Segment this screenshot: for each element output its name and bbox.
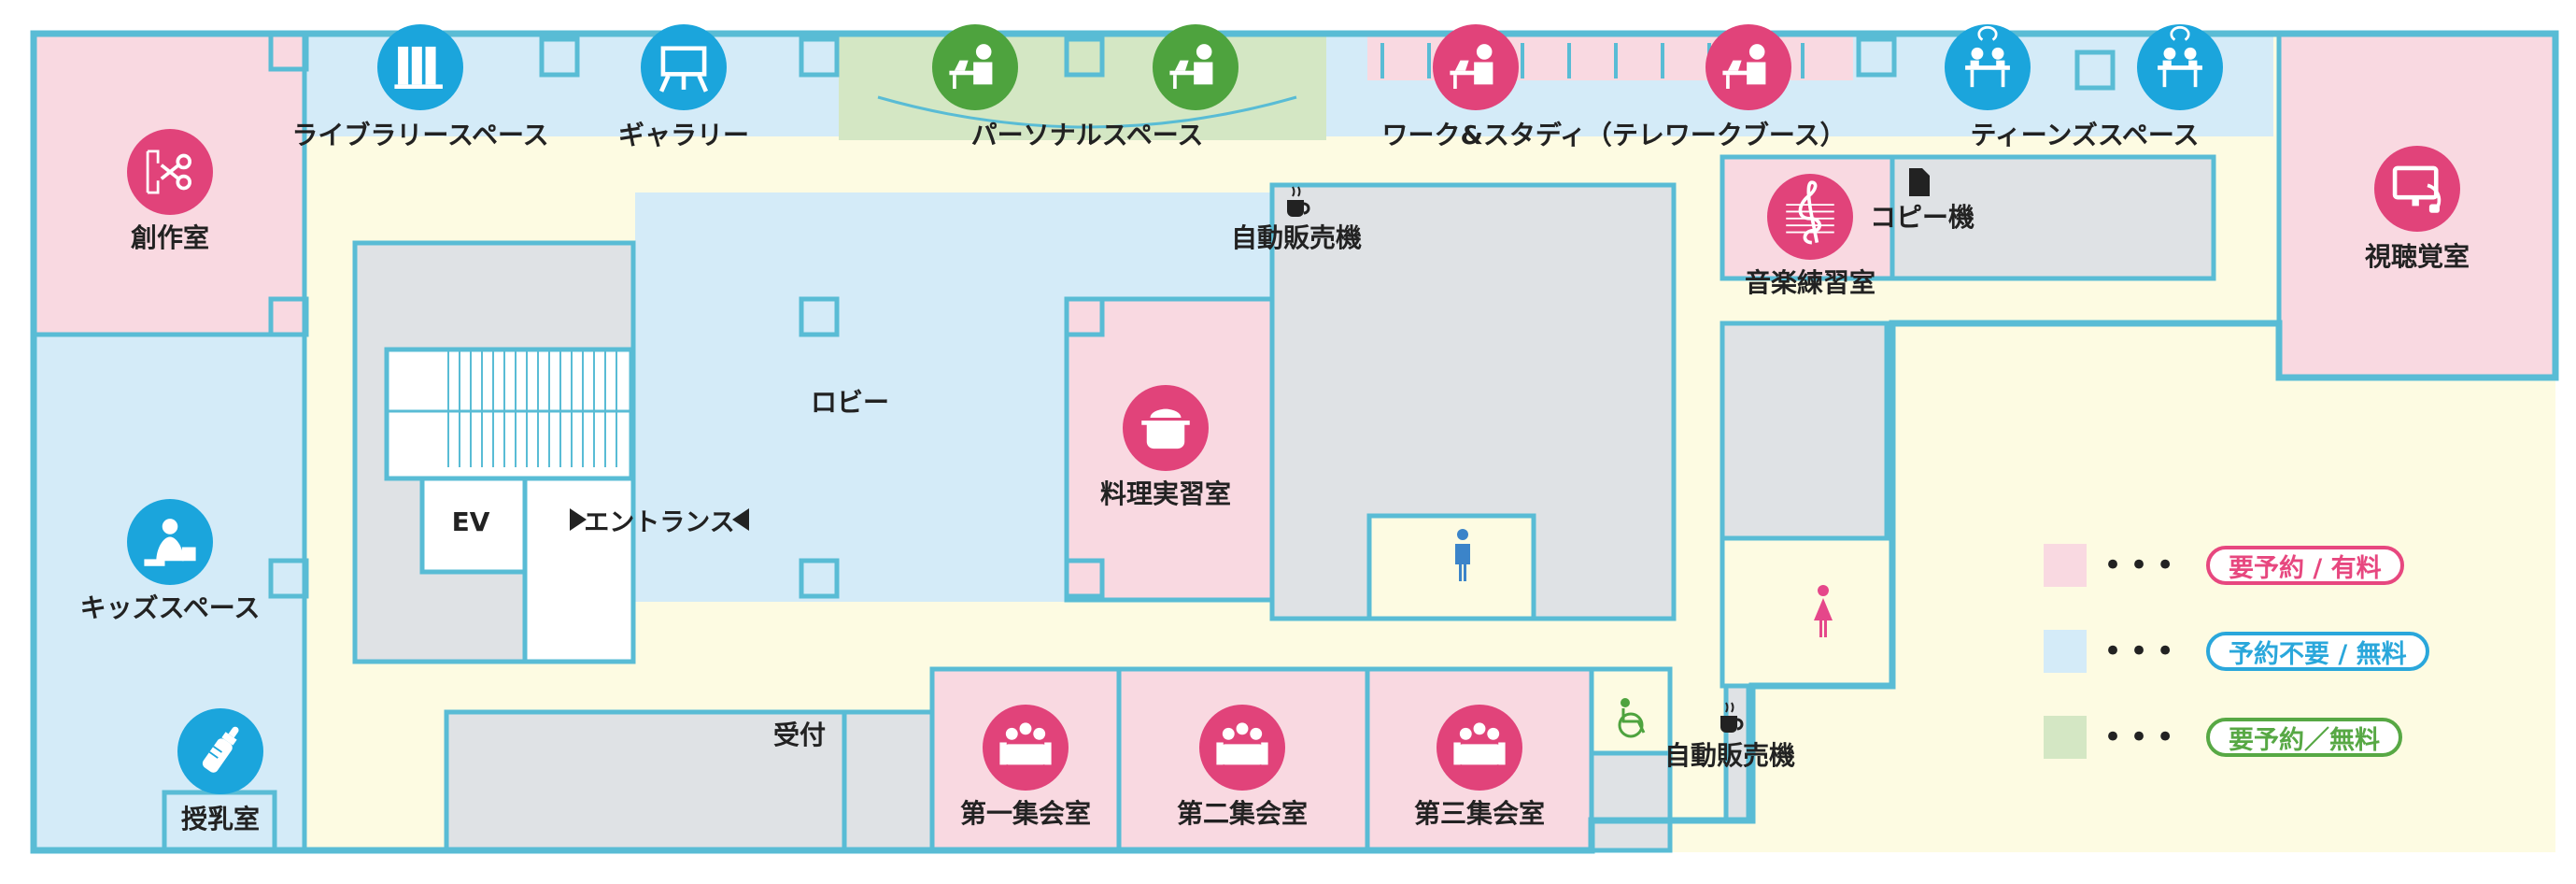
books-icon — [377, 24, 463, 110]
room-label-lobby: ロビー — [811, 387, 889, 418]
entrance-area — [522, 476, 636, 664]
room-label-ev: EV — [452, 506, 490, 537]
pillar — [1064, 296, 1105, 337]
desk-person-icon — [1433, 24, 1519, 110]
legend-dots: ••• — [2103, 719, 2183, 756]
cooking-pot-icon — [1123, 385, 1209, 471]
pillar — [268, 558, 309, 599]
desk-person-icon — [932, 24, 1018, 110]
meeting-icon — [1437, 705, 1522, 791]
room-label-copier: コピー機 — [1870, 202, 1974, 233]
baby-bottle-icon — [177, 708, 263, 794]
room-label-gallery: ギャラリー — [618, 120, 749, 150]
room-label-meeting-room-2: 第二集会室 — [1177, 798, 1308, 829]
reception-gray — [842, 709, 935, 853]
legend-swatch — [2044, 544, 2087, 587]
pillar — [268, 31, 309, 72]
desk-person-icon — [1153, 24, 1238, 110]
stairs-area — [384, 347, 634, 481]
pillar — [799, 558, 840, 599]
room-label-meeting-room-1: 第一集会室 — [960, 798, 1091, 829]
accessible-restroom-area — [1589, 666, 1673, 756]
treble-clef-icon — [1767, 174, 1853, 260]
scissors-icon — [127, 129, 213, 215]
pillar — [1856, 36, 1897, 78]
legend-dots: ••• — [2103, 633, 2183, 670]
legend-swatch — [2044, 716, 2087, 759]
room-label-meeting-room-3: 第三集会室 — [1414, 798, 1545, 829]
legend-item: ••• 要予約 / 有料 — [2044, 544, 2404, 587]
room-label-personal-space: パーソナルスペース — [971, 120, 1204, 150]
desk-person-icon — [1706, 24, 1791, 110]
bottom-gray-right — [1589, 750, 1673, 853]
womens-restroom-area — [1720, 535, 1895, 689]
man-restroom-icon — [1455, 529, 1470, 581]
monitor-icon — [2374, 146, 2460, 232]
room-label-music-room: 音楽練習室 — [1745, 267, 1875, 298]
legend-label: 要予約 / 有料 — [2206, 546, 2404, 585]
room-label-library-space: ライブラリースペース — [291, 120, 548, 150]
pillar — [1064, 36, 1105, 78]
easel-icon — [641, 24, 727, 110]
entrance-arrow-left-icon — [570, 508, 587, 531]
meeting-icon — [983, 705, 1069, 791]
document-icon — [1909, 168, 1930, 196]
room-label-nursing-room: 授乳室 — [181, 804, 260, 834]
mens-restroom-area — [1366, 513, 1536, 621]
cup-icon — [1720, 702, 1744, 733]
legend-swatch — [2044, 630, 2087, 673]
room-label-vending-machine-bottom: 自動販売機 — [1664, 740, 1795, 771]
pillar — [539, 36, 580, 78]
legend-item: ••• 予約不要 / 無料 — [2044, 630, 2429, 673]
woman-restroom-icon — [1814, 585, 1833, 637]
room-label-vending-machine-top: 自動販売機 — [1231, 222, 1362, 253]
personal-space-area — [839, 34, 1326, 140]
legend-label: 予約不要 / 無料 — [2206, 632, 2429, 671]
group-table-icon — [2137, 24, 2223, 110]
room-label-av-room: 視聴覚室 — [2365, 241, 2470, 272]
room-label-creation-room: 創作室 — [131, 222, 209, 253]
bottom-gray-left — [444, 709, 847, 853]
right-gray-block — [1720, 321, 1890, 541]
personal-space-curve — [877, 95, 1297, 129]
meeting-icon — [1199, 705, 1285, 791]
cup-icon — [1287, 186, 1310, 217]
room-label-cooking-room: 料理実習室 — [1100, 478, 1231, 509]
pillar — [799, 36, 840, 78]
entrance-arrow-right-icon — [732, 508, 749, 531]
outer-wall — [30, 30, 2559, 854]
room-label-entrance: エントランス — [584, 508, 734, 537]
legend-item: ••• 要予約／無料 — [2044, 716, 2402, 759]
wheelchair-icon — [1618, 698, 1646, 738]
pillar — [799, 296, 840, 337]
room-label-reception: 受付 — [773, 720, 826, 750]
legend-label: 要予約／無料 — [2206, 718, 2402, 757]
room-label-work-study: ワーク&スタディ（テレワークブース） — [1381, 120, 1846, 150]
child-play-icon — [127, 499, 213, 585]
pillar — [2074, 50, 2116, 91]
pillar — [268, 296, 309, 337]
meeting-room-3-area — [1365, 666, 1594, 853]
ev-area — [419, 476, 528, 575]
pillar — [1064, 558, 1105, 599]
copier-area — [1890, 154, 2216, 281]
legend-dots: ••• — [2103, 547, 2183, 584]
room-label-teens-space: ティーンズスペース — [1970, 120, 2199, 150]
room-label-kids-space: キッズスペース — [80, 592, 261, 623]
group-table-icon — [1945, 24, 2031, 110]
